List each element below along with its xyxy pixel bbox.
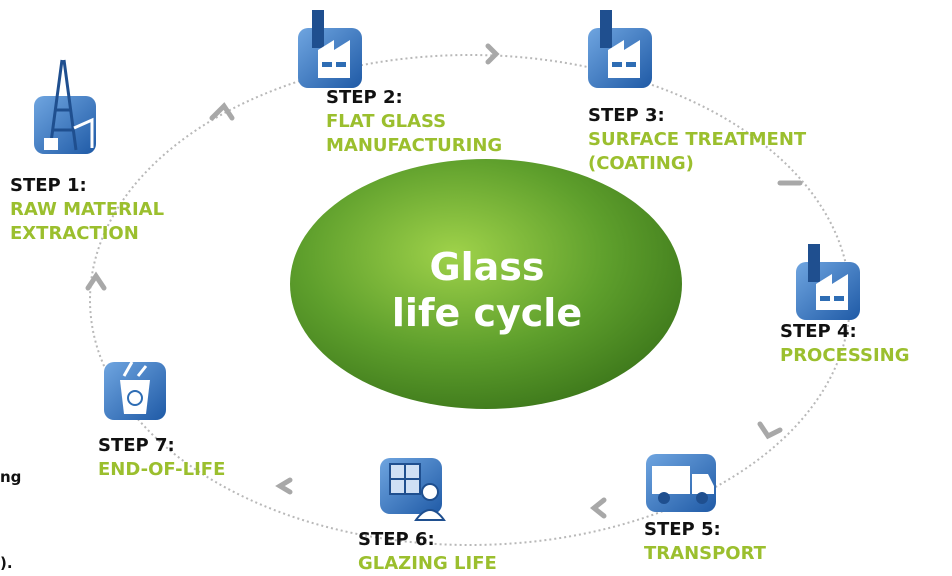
chevron-icon — [85, 271, 107, 291]
step-name-line: GLAZING LIFE — [358, 553, 497, 574]
step-2-label: STEP 2: FLAT GLASS MANUFACTURING — [326, 86, 502, 158]
step-name-line: EXTRACTION — [10, 223, 139, 244]
step-name-line: MANUFACTURING — [326, 135, 503, 156]
center-title: Glass life cycle — [372, 244, 602, 336]
truck-icon — [646, 454, 716, 512]
step-number: STEP 6: — [358, 529, 435, 550]
edge-text-fragment: ng — [0, 468, 22, 486]
oil-derrick-icon — [34, 59, 96, 154]
step-name-line: FLAT GLASS — [326, 111, 447, 132]
center-title-line1: Glass — [429, 245, 545, 289]
edge-text-fragment: ). — [0, 554, 13, 572]
step-1-label: STEP 1: RAW MATERIAL EXTRACTION — [10, 174, 164, 246]
step-5-label: STEP 5: TRANSPORT — [644, 518, 766, 566]
chevron-icon — [485, 43, 500, 65]
step-number: STEP 3: — [588, 105, 665, 126]
chevron-icon — [589, 497, 607, 519]
chevron-icon — [757, 421, 783, 440]
step-number: STEP 7: — [98, 435, 175, 456]
step-number: STEP 1: — [10, 175, 87, 196]
step-number: STEP 4: — [780, 321, 857, 342]
step-7-label: STEP 7: END-OF-LIFE — [98, 434, 225, 482]
step-number: STEP 5: — [644, 519, 721, 540]
step-number: STEP 2: — [326, 87, 403, 108]
step-name-line: SURFACE TREATMENT — [588, 129, 807, 150]
step-4-label: STEP 4: PROCESSING — [780, 320, 910, 368]
center-ellipse — [290, 159, 682, 409]
factory-icon — [588, 10, 652, 88]
step-3-label: STEP 3: SURFACE TREATMENT (COATING) — [588, 104, 806, 176]
window-person-icon — [380, 458, 446, 521]
step-name-line: TRANSPORT — [644, 543, 766, 564]
step-name-line: END-OF-LIFE — [98, 459, 226, 480]
center-title-line2: life cycle — [391, 291, 583, 335]
step-6-label: STEP 6: GLAZING LIFE — [358, 528, 497, 576]
chevron-icon — [275, 477, 293, 495]
recycle-bin-icon — [104, 361, 166, 420]
factory-icon — [298, 10, 362, 88]
step-name-line: PROCESSING — [780, 345, 910, 366]
chevron-icon — [209, 102, 235, 121]
step-name-line: RAW MATERIAL — [10, 199, 165, 220]
step-name-line: (COATING) — [588, 153, 694, 174]
factory-icon — [796, 244, 860, 320]
